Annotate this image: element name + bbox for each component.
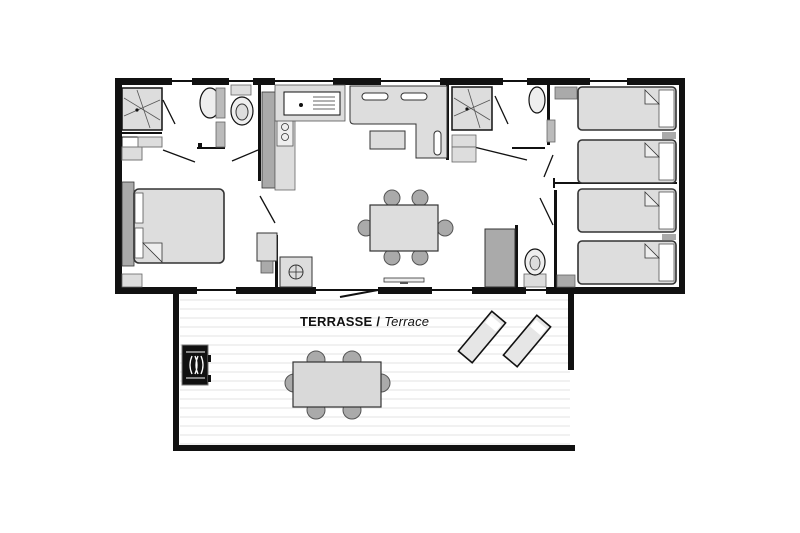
sun-loungers [457, 310, 552, 368]
indoor-dining-set [357, 189, 454, 266]
barbecue-icon [181, 344, 211, 386]
right-wc [484, 228, 576, 288]
left-toilet-icon [230, 84, 254, 126]
terrace-label: TERRASSE/Terrace [300, 314, 429, 329]
window-shelf [383, 277, 425, 284]
single-beds [577, 86, 677, 285]
terrace-label-en: Terrace [384, 314, 430, 329]
left-bathroom [121, 87, 226, 161]
terrace-label-separator: / [376, 314, 381, 329]
terrace-dining-set [284, 350, 391, 420]
terrace-deck [173, 293, 575, 451]
master-bedroom [121, 181, 225, 288]
terrace-label-fr: TERRASSE [300, 314, 373, 329]
house-walls [115, 78, 685, 298]
fridge-icon [256, 232, 313, 288]
coffee-table [369, 130, 406, 150]
right-bathroom [451, 86, 578, 163]
kitchen [261, 84, 346, 191]
door-swings [162, 95, 554, 226]
sofa [349, 85, 448, 159]
